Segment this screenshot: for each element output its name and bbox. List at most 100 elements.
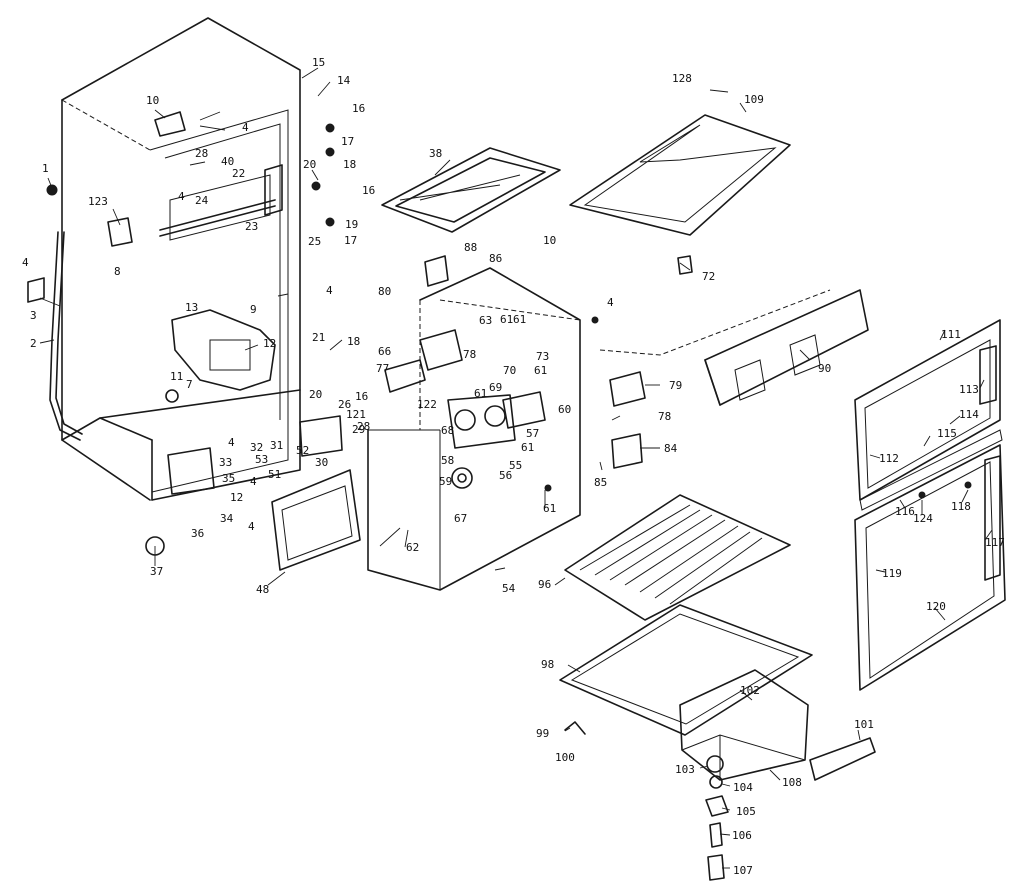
lower-toe-panel: [271, 469, 361, 571]
roller-stack: [705, 755, 729, 881]
callout-67: 67: [454, 512, 467, 525]
callout-77: 77: [376, 362, 389, 375]
callout-103: 103: [675, 763, 695, 776]
callout-68: 68: [441, 424, 454, 437]
callout-31: 31: [270, 439, 283, 452]
callout-104: 104: [733, 781, 753, 794]
callout-14: 14: [337, 74, 351, 87]
upper-trim-frame: [381, 147, 561, 233]
callout-128: 128: [672, 72, 692, 85]
callout-96: 96: [538, 578, 551, 591]
callout-111: 111: [941, 328, 961, 341]
callout-78: 78: [658, 410, 671, 423]
callout-4: 4: [248, 520, 255, 533]
callout-61: 61: [521, 441, 534, 454]
callout-124: 124: [913, 512, 933, 525]
callout-21: 21: [312, 331, 325, 344]
upper-door-liner: [854, 319, 1003, 511]
callout-117: 117: [985, 536, 1005, 549]
callout-12: 12: [230, 491, 243, 504]
crisper-pan: [679, 669, 876, 781]
callout-52: 52: [296, 444, 309, 457]
callout-48: 48: [256, 583, 269, 596]
fan-motor-assembly: [384, 255, 646, 492]
callout-12: 12: [263, 337, 276, 350]
callout-37: 37: [150, 565, 163, 578]
callout-53: 53: [255, 453, 268, 466]
callout-118: 118: [951, 500, 971, 513]
callout-58: 58: [441, 454, 454, 467]
callout-labels: 1 2 3 4 4 4 4 4 4 4 4 7 8 9 10 10 11 12 …: [22, 56, 1005, 877]
callout-1: 1: [42, 162, 49, 175]
callout-59: 59: [439, 475, 452, 488]
callout-88: 88: [464, 241, 477, 254]
callout-63: 63: [479, 314, 492, 327]
top-gasket-frame: [569, 114, 791, 236]
callout-98: 98: [541, 658, 554, 671]
callout-102: 102: [740, 684, 760, 697]
callout-32: 32: [250, 441, 263, 454]
callout-61: 61: [543, 502, 556, 515]
callout-33: 33: [219, 456, 232, 469]
callout-85: 85: [594, 476, 607, 489]
callout-38: 38: [429, 147, 442, 160]
callout-90: 90: [818, 362, 831, 375]
callout-35: 35: [222, 472, 235, 485]
callout-30: 30: [315, 456, 328, 469]
callout-22: 22: [232, 167, 245, 180]
callout-7: 7: [186, 378, 193, 391]
callout-20: 20: [309, 388, 322, 401]
callout-36: 36: [191, 527, 204, 540]
callout-4: 4: [178, 190, 185, 203]
callout-13: 13: [185, 301, 198, 314]
callout-28: 28: [357, 420, 370, 433]
callout-121: 121: [346, 408, 366, 421]
callout-15: 15: [312, 56, 325, 69]
callout-10: 10: [543, 234, 556, 247]
callout-23: 23: [245, 220, 258, 233]
callout-57: 57: [526, 427, 539, 440]
callout-60: 60: [558, 403, 571, 416]
callout-108: 108: [782, 776, 802, 789]
callout-72: 72: [702, 270, 715, 283]
callout-109: 109: [744, 93, 764, 106]
callout-78: 78: [463, 348, 476, 361]
callout-119: 119: [882, 567, 902, 580]
callout-61: 61: [500, 313, 513, 326]
callout-18: 18: [347, 335, 360, 348]
callout-69: 69: [489, 381, 502, 394]
callout-123: 123: [88, 195, 108, 208]
callout-34: 34: [220, 512, 234, 525]
callout-66: 66: [378, 345, 391, 358]
callout-113: 113: [959, 383, 979, 396]
callout-11: 11: [170, 370, 183, 383]
callout-17: 17: [344, 234, 357, 247]
callout-3: 3: [30, 309, 37, 322]
callout-100: 100: [555, 751, 575, 764]
callout-4: 4: [228, 436, 235, 449]
callout-114: 114: [959, 408, 979, 421]
callout-54: 54: [502, 582, 516, 595]
callout-17: 17: [341, 135, 354, 148]
callout-40: 40: [221, 155, 234, 168]
callout-120: 120: [926, 600, 946, 613]
callout-20: 20: [303, 158, 316, 171]
callout-56: 56: [499, 469, 512, 482]
callout-105: 105: [736, 805, 756, 818]
callout-86: 86: [489, 252, 502, 265]
freezer-liner: [367, 267, 581, 591]
callout-61: 61: [474, 387, 487, 400]
callout-4: 4: [607, 296, 614, 309]
callout-16: 16: [352, 102, 365, 115]
callout-28: 28: [195, 147, 208, 160]
callout-18: 18: [343, 158, 356, 171]
callout-112: 112: [879, 452, 899, 465]
callout-99: 99: [536, 727, 549, 740]
callout-10: 10: [146, 94, 159, 107]
callout-122: 122: [417, 398, 437, 411]
wire-shelf: [564, 494, 791, 621]
callout-16: 16: [355, 390, 368, 403]
callout-61: 61: [513, 313, 526, 326]
cabinet-shell: [61, 17, 301, 501]
